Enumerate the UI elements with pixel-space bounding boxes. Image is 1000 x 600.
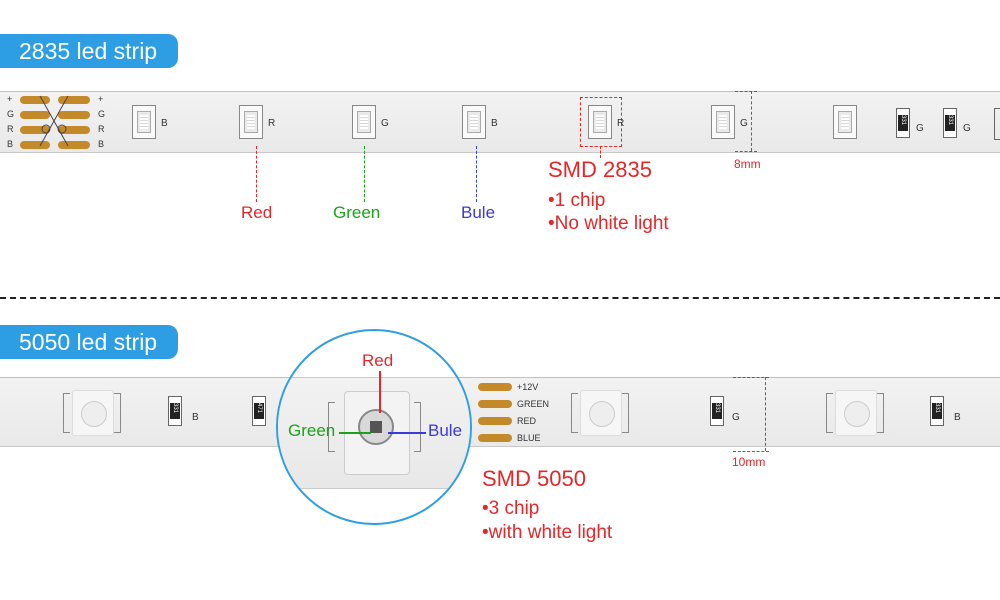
zoom-label-red: Red bbox=[362, 351, 394, 370]
led-chip-2835 bbox=[711, 105, 735, 139]
chip-color-label: R bbox=[268, 118, 276, 129]
section-divider bbox=[0, 297, 1000, 299]
resistor: 331 bbox=[930, 396, 944, 426]
chip-color-label: G bbox=[963, 123, 971, 134]
led-chip-2835 bbox=[462, 105, 486, 139]
chip-bracket bbox=[571, 393, 578, 433]
chip-bracket bbox=[414, 402, 421, 452]
chip-color-label: B bbox=[491, 118, 498, 129]
copper-pad bbox=[478, 434, 512, 442]
pin-label: R bbox=[98, 124, 105, 134]
copper-pad bbox=[58, 141, 90, 149]
zoom-line-green bbox=[339, 432, 371, 434]
pin-label: GREEN bbox=[517, 399, 550, 409]
chip-bracket bbox=[877, 393, 884, 433]
spec-bullet: •with white light bbox=[482, 522, 613, 543]
pin-label: B bbox=[98, 139, 105, 149]
led-chip-2835 bbox=[132, 105, 156, 139]
led-chip-2835 bbox=[833, 105, 857, 139]
resistor: 331 bbox=[896, 108, 910, 138]
copper-pad bbox=[20, 126, 50, 134]
spec-bullet: •1 chip bbox=[548, 190, 606, 211]
led-chip-2835 bbox=[239, 105, 263, 139]
dimension-line bbox=[735, 91, 757, 92]
copper-pad bbox=[20, 96, 50, 104]
copper-pad bbox=[20, 141, 50, 149]
chip-color-label: B bbox=[954, 412, 961, 423]
callout-red: Red bbox=[241, 203, 273, 222]
callout-line-green bbox=[364, 146, 365, 202]
pin-label: G bbox=[98, 109, 106, 119]
dimension-label: 8mm bbox=[734, 157, 761, 171]
led-chip-2835 bbox=[352, 105, 376, 139]
chip-bracket bbox=[622, 393, 629, 433]
dimension-line bbox=[765, 377, 766, 451]
spec-bullet: •No white light bbox=[548, 213, 669, 234]
chip-color-label: G bbox=[381, 118, 389, 129]
highlight-box bbox=[580, 97, 622, 147]
callout-line-smd bbox=[600, 146, 601, 158]
dimension-line bbox=[733, 451, 769, 452]
copper-pad bbox=[478, 417, 512, 425]
chip-color-label: B bbox=[192, 412, 199, 423]
led-chip-5050 bbox=[835, 390, 877, 436]
resistor: 331 bbox=[710, 396, 724, 426]
dimension-line bbox=[751, 91, 752, 151]
chip-bracket bbox=[328, 402, 335, 452]
led-chip-5050 bbox=[72, 390, 114, 436]
pin-label: RED bbox=[517, 416, 537, 426]
pin-label: G bbox=[7, 109, 15, 119]
chip-color-label: G bbox=[740, 118, 748, 129]
led-chip-5050 bbox=[580, 390, 622, 436]
resistor: 331 bbox=[943, 108, 957, 138]
pin-label: B bbox=[7, 139, 14, 149]
resistor: 331 bbox=[168, 396, 182, 426]
copper-pad bbox=[58, 96, 90, 104]
copper-pad bbox=[58, 126, 90, 134]
zoom-label-blue: Bule bbox=[428, 421, 463, 440]
led-chip-2835 bbox=[588, 105, 612, 139]
cut-mark-icon bbox=[39, 95, 69, 147]
spec-bullet: •3 chip bbox=[482, 498, 540, 519]
smd-5050-title: SMD 5050 bbox=[482, 466, 586, 491]
zoom-magnifier bbox=[276, 329, 472, 525]
smd-2835-title: SMD 2835 bbox=[548, 157, 652, 182]
callout-green: Green bbox=[333, 203, 381, 222]
pin-label: + bbox=[7, 94, 13, 104]
zoom-label-green: Green bbox=[288, 421, 336, 440]
pin-label: R bbox=[7, 124, 14, 134]
pin-label: + bbox=[98, 94, 104, 104]
chip-bracket bbox=[114, 393, 121, 433]
resistor-partial bbox=[994, 108, 1000, 140]
dimension-line bbox=[735, 151, 757, 152]
callout-line-red bbox=[256, 146, 257, 202]
resistor: 471 bbox=[252, 396, 266, 426]
pin-label: BLUE bbox=[517, 433, 541, 443]
chip-bracket bbox=[826, 393, 833, 433]
callout-line-blue bbox=[476, 146, 477, 202]
chip-color-label: G bbox=[916, 123, 924, 134]
pin-label: +12V bbox=[517, 382, 539, 392]
copper-pad bbox=[20, 111, 50, 119]
chip-color-label: G bbox=[732, 412, 740, 423]
copper-pad bbox=[478, 383, 512, 391]
zoom-led-die bbox=[370, 421, 382, 433]
section-title-5050: 5050 led strip bbox=[0, 325, 178, 359]
callout-blue: Bule bbox=[461, 203, 496, 222]
zoom-line-red bbox=[379, 371, 381, 413]
chip-bracket bbox=[63, 393, 70, 433]
copper-pad bbox=[58, 111, 90, 119]
zoom-line-blue bbox=[388, 432, 426, 434]
chip-color-label: R bbox=[617, 118, 625, 129]
dimension-line bbox=[733, 377, 769, 378]
section-title-2835: 2835 led strip bbox=[0, 34, 178, 68]
copper-pad bbox=[478, 400, 512, 408]
chip-color-label: B bbox=[161, 118, 168, 129]
dimension-label: 10mm bbox=[732, 455, 766, 469]
